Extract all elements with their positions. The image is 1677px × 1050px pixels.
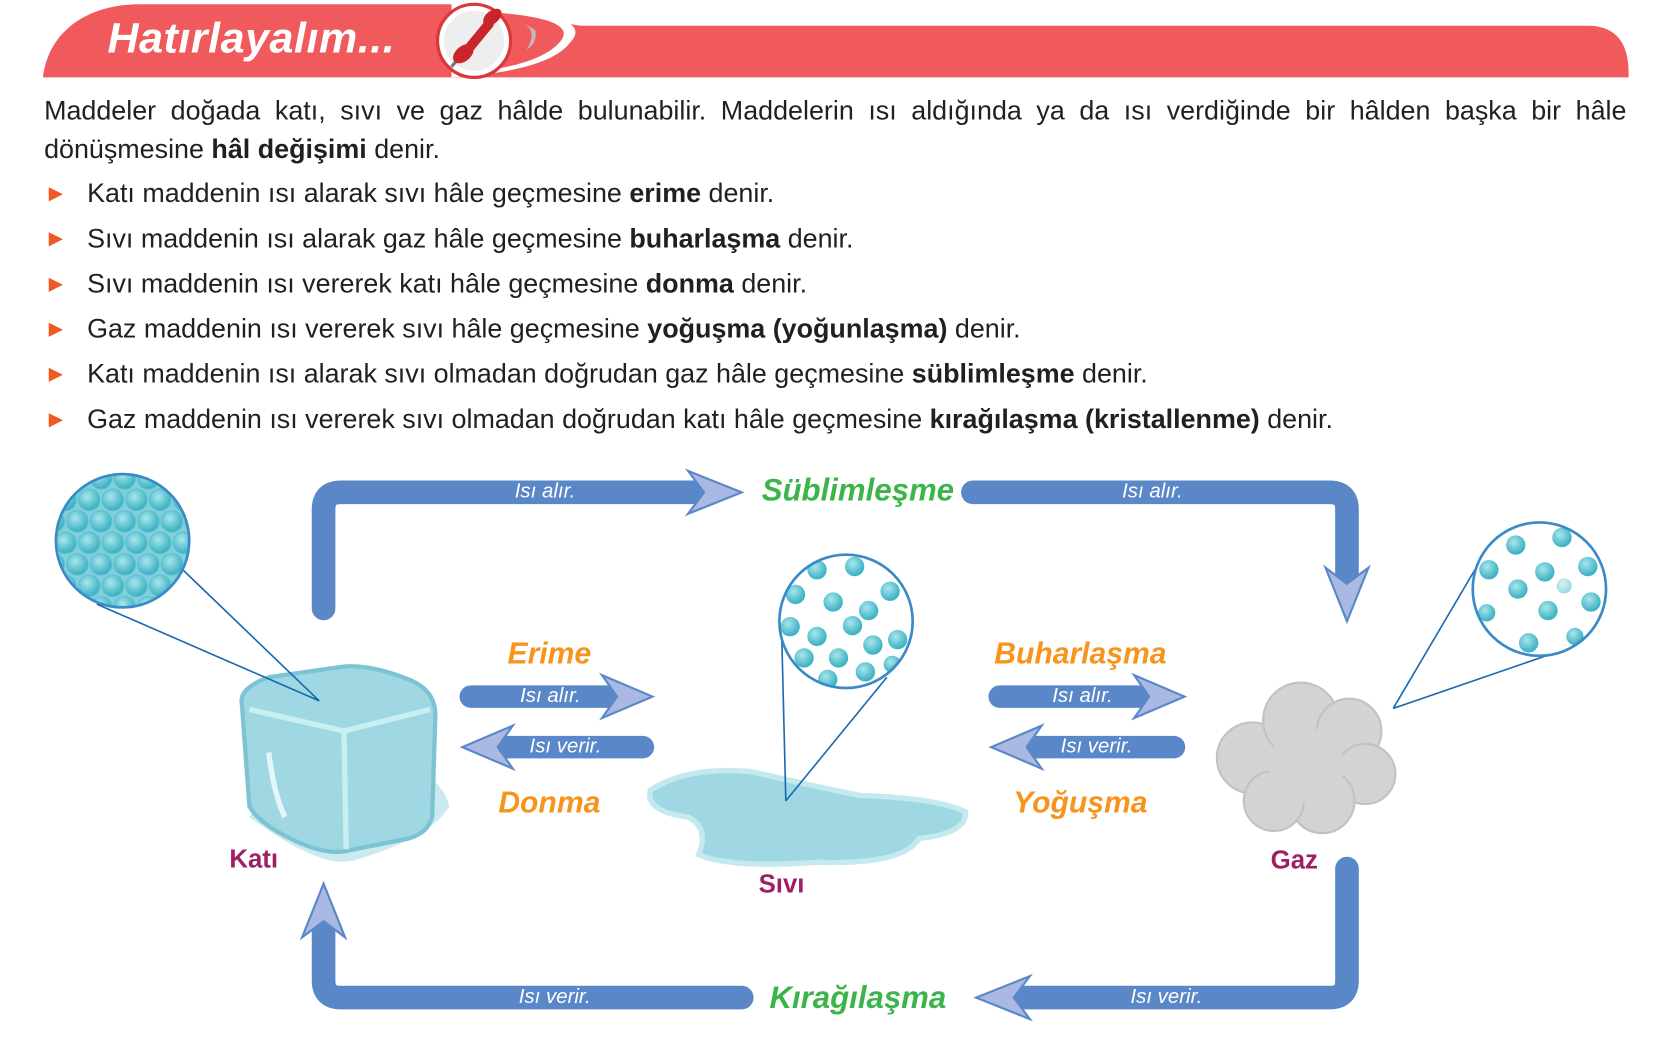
- triangle-bullet-icon: ►: [44, 179, 68, 207]
- particle: [66, 596, 89, 607]
- deposition-left-label: Isı verir.: [518, 985, 591, 1009]
- intro-text-end: denir.: [366, 134, 440, 165]
- particle: [209, 511, 231, 532]
- arrowheads: [299, 468, 1371, 1022]
- triangle-bullet-icon: ►: [44, 269, 68, 297]
- freezing-label: Donma: [498, 785, 601, 820]
- cloud-image: [1215, 681, 1397, 835]
- liquid-particles-circle: [778, 553, 915, 690]
- particle: [113, 475, 136, 490]
- triangle-bullet-icon: ►: [44, 405, 68, 433]
- particle: [113, 596, 136, 607]
- evaporation-label: Buharlaşma: [994, 636, 1167, 670]
- particle: [137, 553, 160, 576]
- particle: [209, 468, 231, 490]
- banner-title: Hatırlayalım...: [107, 15, 396, 63]
- particle: [137, 510, 160, 533]
- particle: [77, 531, 101, 555]
- triangle-bullet-icon: ►: [44, 224, 68, 252]
- particle: [66, 510, 89, 533]
- particle: [197, 532, 219, 554]
- particle: [209, 597, 231, 619]
- particle: [184, 475, 189, 490]
- list-item: ► Sıvı maddenin ısı vererek katı hâle geç…: [44, 264, 1333, 309]
- particle: [220, 575, 242, 597]
- melting-label: Erime: [507, 636, 592, 670]
- particle: [89, 510, 113, 533]
- definition-text: Gaz maddenin ısı vererek sıvı hâle geçme…: [87, 313, 1021, 344]
- particle: [89, 553, 113, 576]
- particle: [184, 596, 189, 607]
- definition-list: ► Katı maddenin ısı alarak sıvı hâle geçm…: [44, 174, 1333, 445]
- deposition-right-label: Isı verir.: [1130, 985, 1203, 1009]
- sublimation-arrow-right: [961, 480, 1359, 593]
- particle: [197, 489, 219, 511]
- melting-arrow-label: Isı alır.: [520, 684, 581, 708]
- particle: [56, 475, 66, 490]
- particle: [77, 488, 101, 512]
- definition-text: Katı maddenin ısı alarak sıvı hâle geçme…: [87, 178, 775, 209]
- particle: [77, 574, 101, 598]
- sublimation-right-label: Isı alır.: [1122, 480, 1183, 504]
- list-item: ► Gaz maddenin ısı vererek sıvı hâle geçm…: [44, 310, 1333, 355]
- intro-paragraph: Maddeler doğada katı, sıvı ve gaz hâlde …: [44, 91, 1626, 168]
- gas-particles-circle: [1471, 521, 1608, 658]
- particle: [220, 489, 242, 511]
- definition-text: Sıvı maddenin ısı vererek katı hâle geçm…: [87, 268, 808, 299]
- particle: [160, 510, 184, 533]
- deposition-label: Kırağılaşma: [769, 980, 947, 1016]
- particle: [113, 553, 136, 576]
- solid-particles-circle: [54, 468, 242, 619]
- intro-text: Maddeler doğada katı, sıvı ve gaz hâlde …: [44, 95, 1627, 165]
- deposition-arrow-left: [311, 918, 754, 1010]
- gas-state-label: Gaz: [1270, 846, 1318, 876]
- triangle-bullet-icon: ►: [44, 314, 68, 342]
- particle: [101, 531, 125, 555]
- particle: [209, 554, 231, 576]
- sublimation-label: Süblimleşme: [761, 473, 955, 508]
- solid-state-label: Katı: [229, 844, 279, 874]
- particle: [125, 531, 148, 555]
- triangle-bullet-icon: ►: [44, 360, 68, 388]
- particle: [101, 574, 125, 598]
- particle: [220, 532, 242, 554]
- particle: [160, 553, 184, 576]
- list-item: ► Katı maddenin ısı alarak sıvı hâle geçm…: [44, 174, 1333, 219]
- particle: [184, 510, 189, 533]
- evaporation-arrow-label: Isı alır.: [1052, 684, 1113, 708]
- pushpin-icon: [435, 2, 536, 80]
- list-item: ► Gaz maddenin ısı vererek sıvı olmadan d…: [44, 400, 1333, 445]
- particle: [148, 574, 172, 598]
- particle: [125, 488, 148, 512]
- particle: [56, 531, 77, 555]
- particle: [148, 488, 172, 512]
- particle: [160, 475, 184, 490]
- condensation-arrow-label: Isı verir.: [1060, 735, 1133, 758]
- liquid-state-label: Sıvı: [758, 869, 805, 899]
- puddle-image: [647, 767, 969, 867]
- particle: [101, 488, 125, 512]
- condensation-label: Yoğuşma: [1013, 785, 1148, 820]
- particle: [160, 596, 184, 607]
- particle: [66, 553, 89, 576]
- deposition-arrow-right: [1004, 856, 1359, 1010]
- sublimation-arrow-left: [311, 480, 711, 621]
- list-item: ► Sıvı maddenin ısı alarak gaz hâle geçme…: [44, 219, 1333, 264]
- definition-text: Sıvı maddenin ısı alarak gaz hâle geçmes…: [87, 223, 854, 254]
- banner: [43, 2, 1629, 80]
- definition-text: Gaz maddenin ısı vererek sıvı olmadan do…: [87, 404, 1333, 435]
- particle: [113, 510, 136, 533]
- particle: [148, 531, 172, 555]
- ice-cube-image: [239, 664, 450, 862]
- particle: [56, 596, 66, 607]
- freezing-arrow-label: Isı verir.: [529, 735, 602, 758]
- particle: [125, 574, 148, 598]
- particle: [172, 531, 189, 555]
- intro-bold-term: hâl değişimi: [211, 134, 367, 165]
- sublimation-left-label: Isı alır.: [514, 480, 576, 504]
- list-item: ► Katı maddenin ısı alarak sıvı olmadan d…: [44, 355, 1333, 400]
- definition-text: Katı maddenin ısı alarak sıvı olmadan do…: [87, 359, 1148, 390]
